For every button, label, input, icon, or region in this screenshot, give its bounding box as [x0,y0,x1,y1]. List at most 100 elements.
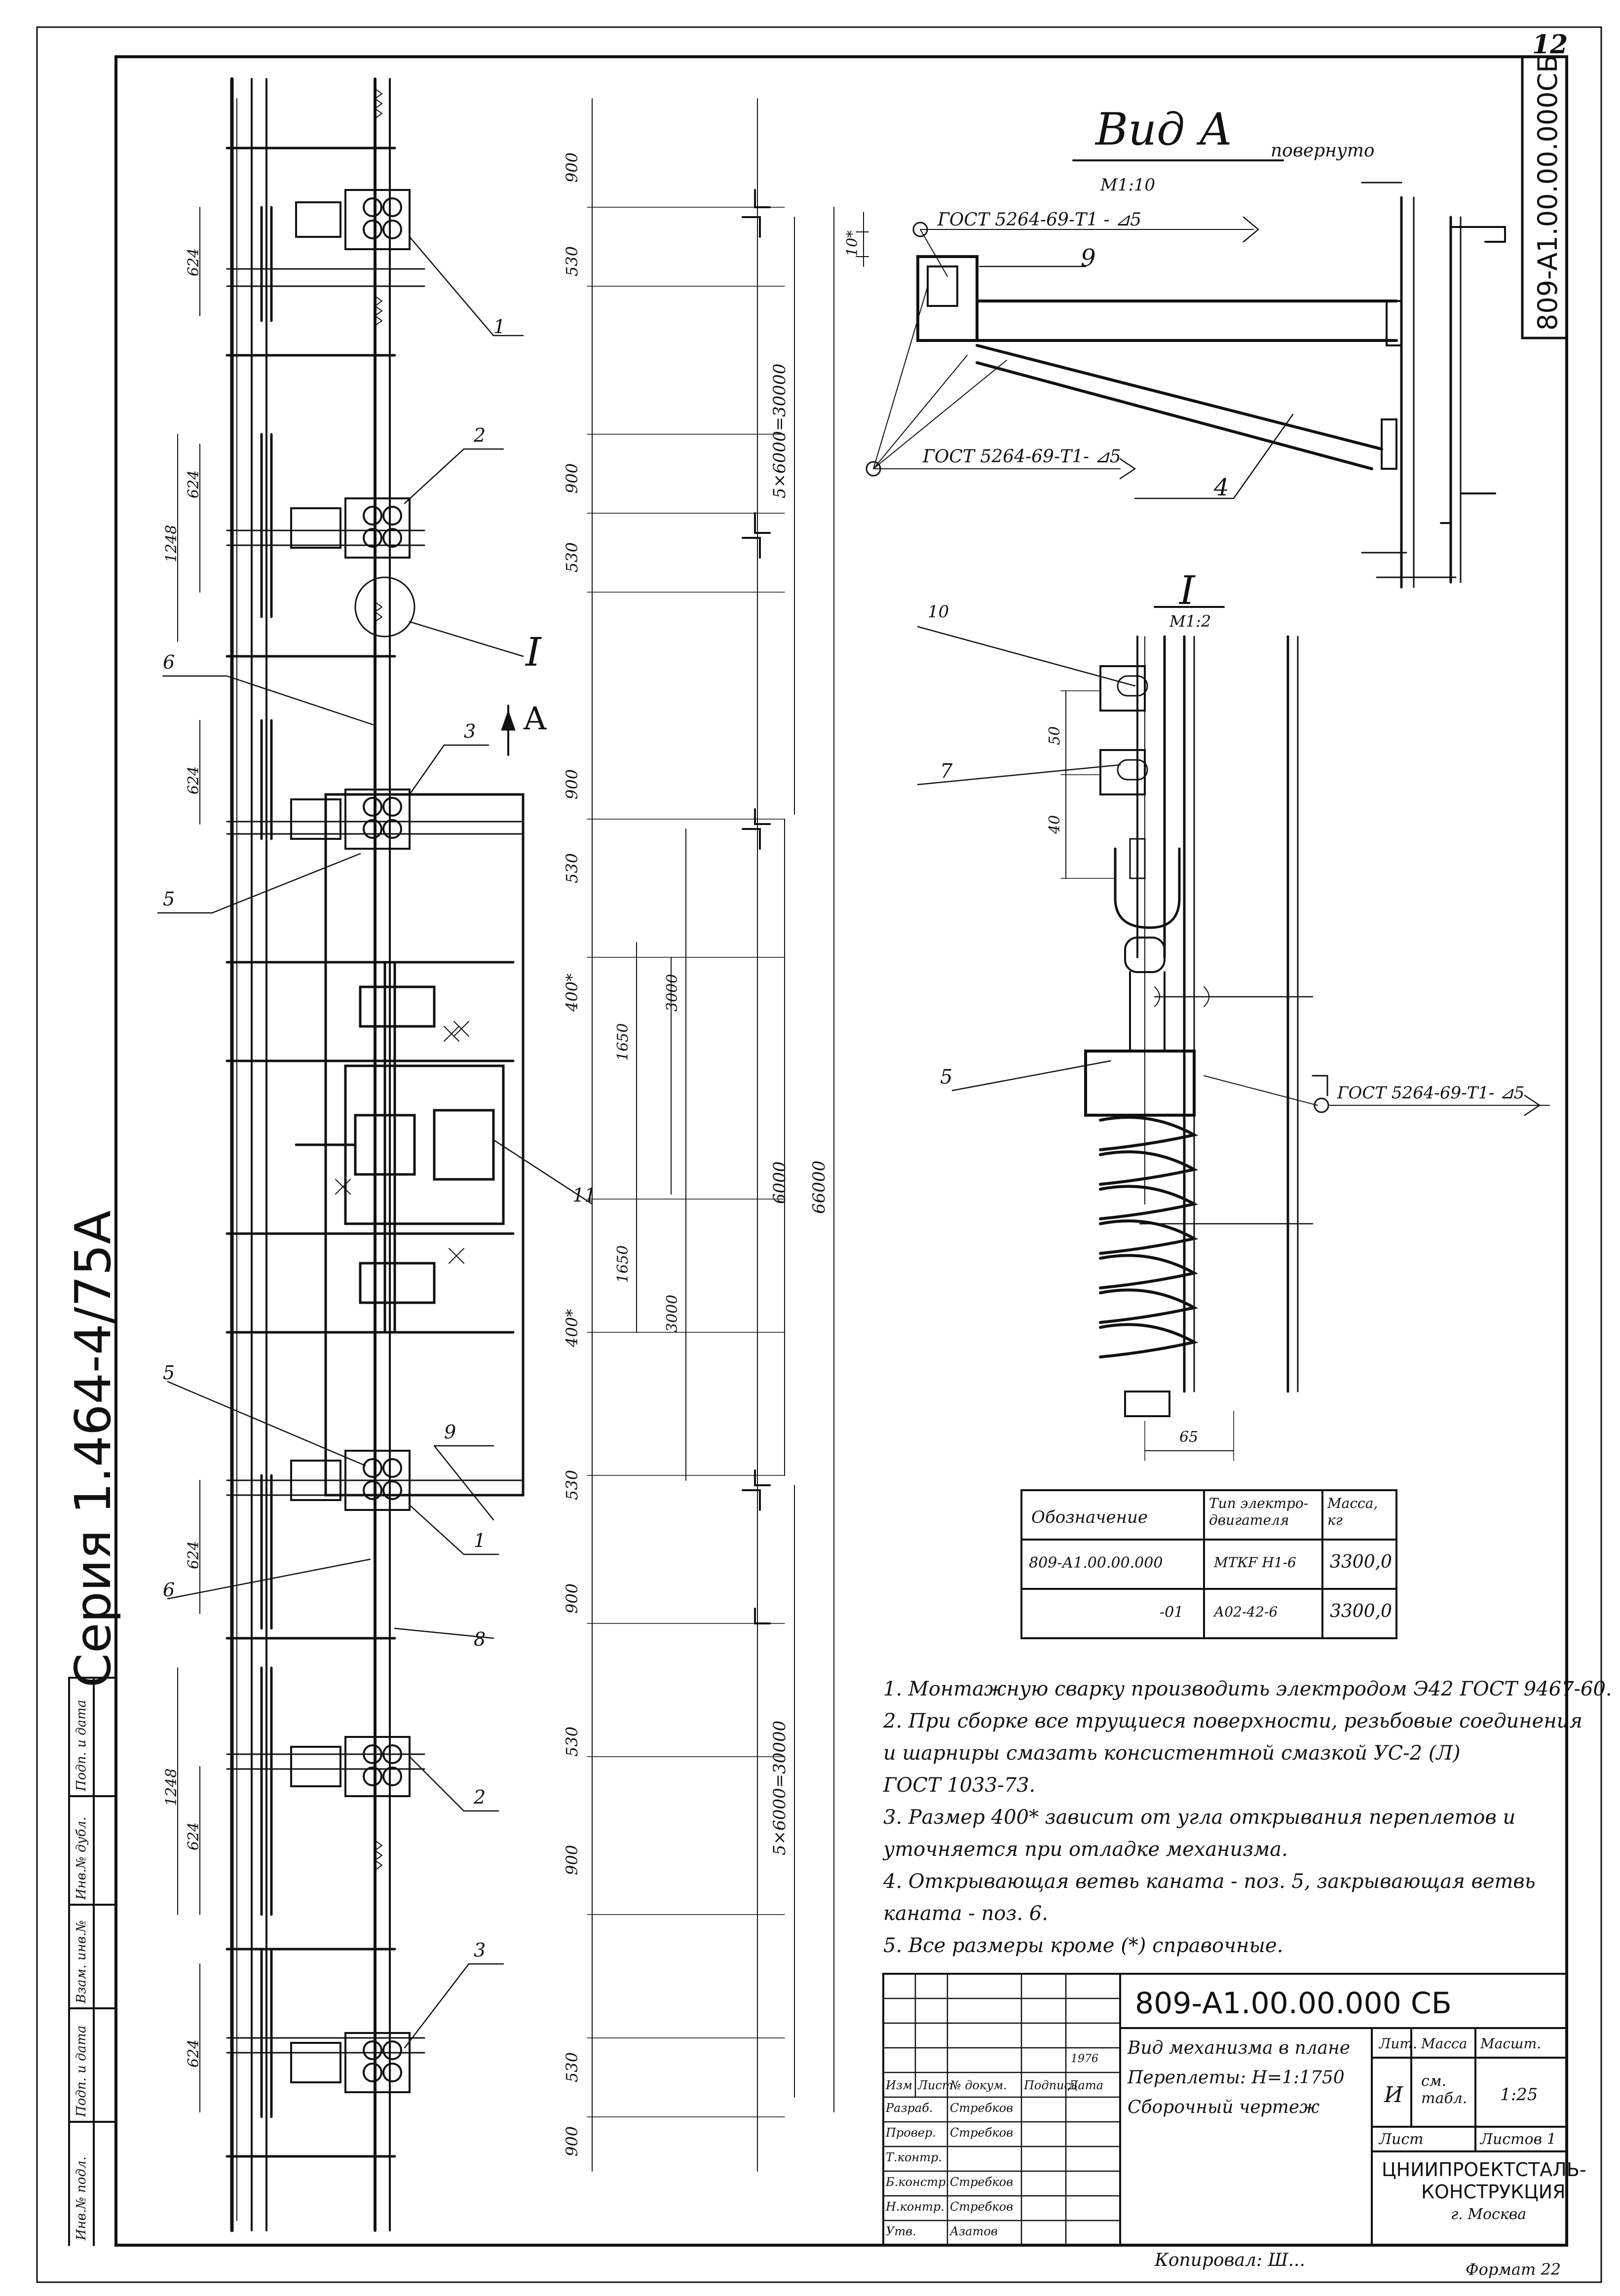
stamp-left-grid [882,1973,1121,2246]
dim-3000-a: 3000 [664,974,681,1012]
plan-pos-1-bottom: 1 [474,1530,486,1551]
stamp-role-5: Утв. [886,2224,916,2238]
margin-field-5: Подп. и дата [74,1699,89,1791]
mass-table-header-mass: Масса, кг [1327,1495,1378,1528]
stamp-name-1: Стребков [950,2126,1014,2140]
mass-table-header-motor: Тип электро-двигателя [1209,1495,1309,1528]
plan-pos-5-top: 5 [163,888,175,910]
stamp-mass-value: см. табл. [1421,2072,1468,2107]
plan-pos-2-top: 2 [474,424,486,446]
stamp-role-1: Провер. [886,2126,936,2140]
mass-table-row2-designation: -01 [1160,1604,1184,1621]
stamp-name-4: Стребков [950,2200,1014,2214]
plan-pos-5-bottom: 5 [163,1362,175,1384]
detail-i-pos-7: 7 [940,760,953,783]
note-line-5: 3. Размер 400* зависит от угла открывани… [883,1806,1516,1829]
plan-dim-right-1: 530 [563,246,581,276]
stamp-mass-label: Масса [1421,2035,1468,2052]
series-label: Серия 1.464-4/75А [64,1210,122,1688]
plan-pos-3-top: 3 [464,720,476,742]
mass-table-header-designation: Обозначение [1031,1507,1148,1527]
stamp-title-line-3: Сборочный чертеж [1128,2097,1320,2117]
margin-field-3: Взам. инв.№ [74,1920,89,2003]
inner-frame [114,55,1568,2247]
stamp-org-line-3: г. Москва [1451,2206,1527,2223]
view-a-weld-top: ГОСТ 5264-69-Т1 - ⊿5 [938,210,1142,230]
margin-field-1: Инв.№ подл. [74,2156,89,2240]
plan-dim-right-3: 530 [563,542,581,572]
stamp-grid [882,1973,1568,2246]
note-line-6: уточняется при отладке механизма. [883,1838,1288,1861]
plan-section-mark: I [526,629,541,675]
stamp-col-header-1: Лист [918,2078,953,2092]
detail-i-dim-50: 50 [1046,726,1063,745]
detail-i-weld: ГОСТ 5264-69-Т1- ⊿5 [1337,1083,1525,1103]
dim-5x6000-top: 5×6000=30000 [770,363,790,498]
view-a-scale: М1:10 [1100,175,1156,195]
stamp-doc-number: 809-А1.00.00.000 СБ [1135,1986,1452,2021]
view-a-title: Вид А [1095,104,1233,155]
view-a-rotated: повернуто [1271,141,1375,161]
detail-i-pos-5: 5 [940,1066,953,1089]
plan-dim-right-13: 900 [563,2126,581,2156]
stamp-lit-value: И [1384,2082,1403,2108]
stamp-role-3: Б.констр. [886,2175,950,2189]
plan-dim-left-0: 624 [185,248,202,276]
note-line-7: 4. Открывающая ветвь каната - поз. 5, за… [883,1870,1536,1893]
stamp-name-0: Стребков [950,2101,1014,2115]
detail-i-drawing [917,606,1550,1461]
dim-5x6000-bottom: 5×6000=30000 [770,1720,790,1855]
mass-table-row1-motor: МТКF Н1-6 [1214,1554,1296,1571]
mass-table-row1-mass: 3300,0 [1330,1552,1392,1572]
plan-dim-left-2: 1248 [163,525,180,563]
stamp-sheet-label: Лист [1379,2131,1424,2148]
note-line-3: и шарниры смазать консистентной смазкой … [883,1742,1461,1765]
stamp-col-header-0: Изм [886,2078,912,2092]
view-a-pos-4: 4 [1214,474,1229,501]
stamp-name-5: Азатов [950,2224,998,2238]
note-line-2: 2. При сборке все трущиеся поверхности, … [883,1710,1582,1732]
dim-66000: 66000 [809,1160,829,1214]
plan-dim-right-6: 400* [563,973,581,1012]
plan-dim-right-10: 530 [563,1726,581,1757]
plan-dim-right-8: 530 [563,1469,581,1500]
plan-pos-6-bottom: 6 [163,1579,175,1601]
plan-pos-6-top: 6 [163,651,175,673]
plan-dim-left-5: 624 [185,1822,202,1850]
stamp-role-4: Н.контр. [886,2200,944,2214]
stamp-role-2: Т.контр. [886,2150,942,2164]
detail-i-pos-10: 10 [928,602,949,622]
plan-dim-right-5: 530 [563,853,581,883]
plan-dim-right-7: 400* [563,1309,581,1347]
stamp-scale-value: 1:25 [1500,2085,1538,2105]
detail-i-dim-65: 65 [1179,1429,1199,1446]
stamp-sheets-label: Листов 1 [1480,2131,1556,2148]
plan-dim-right-9: 900 [563,1583,581,1614]
detail-i-dim-40: 40 [1046,815,1063,834]
margin-boxes [68,1677,117,2246]
outer-frame [36,26,1602,2283]
page-number: 12 [1532,30,1568,60]
plan-dim-left-7: 624 [185,2039,202,2068]
dim-3000-b: 3000 [664,1294,681,1332]
plan-dim-right-11: 900 [563,1844,581,1875]
stamp-col-header-3: Подпись [1024,2078,1078,2092]
plan-dim-right-0: 900 [563,152,581,183]
dim-1650-a: 1650 [614,1023,632,1061]
plan-view [157,77,834,2232]
detail-i-scale: М1:2 [1169,612,1211,631]
stamp-date: 1976 [1071,2053,1098,2065]
margin-field-2: Подп. и дата [74,2025,89,2117]
stamp-title-line-2: Переплеты: Н=1:1750 [1128,2068,1345,2088]
stamp-org-line-1: ЦНИИПРОЕКТСТАЛЬ- [1382,2159,1586,2181]
note-line-8: каната - поз. 6. [883,1902,1048,1925]
stamp-lit-label: Лит. [1379,2035,1417,2052]
plan-view-mark: А [523,701,547,737]
stamp-title-line-1: Вид механизма в плане [1128,2038,1351,2058]
note-line-4: ГОСТ 1033-73. [883,1774,1036,1797]
corner-drawing-code: 809-A1.00.00.000СБ [1532,54,1563,331]
plan-dim-left-4: 624 [185,1541,202,1569]
stamp-role-0: Разраб. [886,2101,933,2115]
view-a-drawing [856,159,1506,589]
